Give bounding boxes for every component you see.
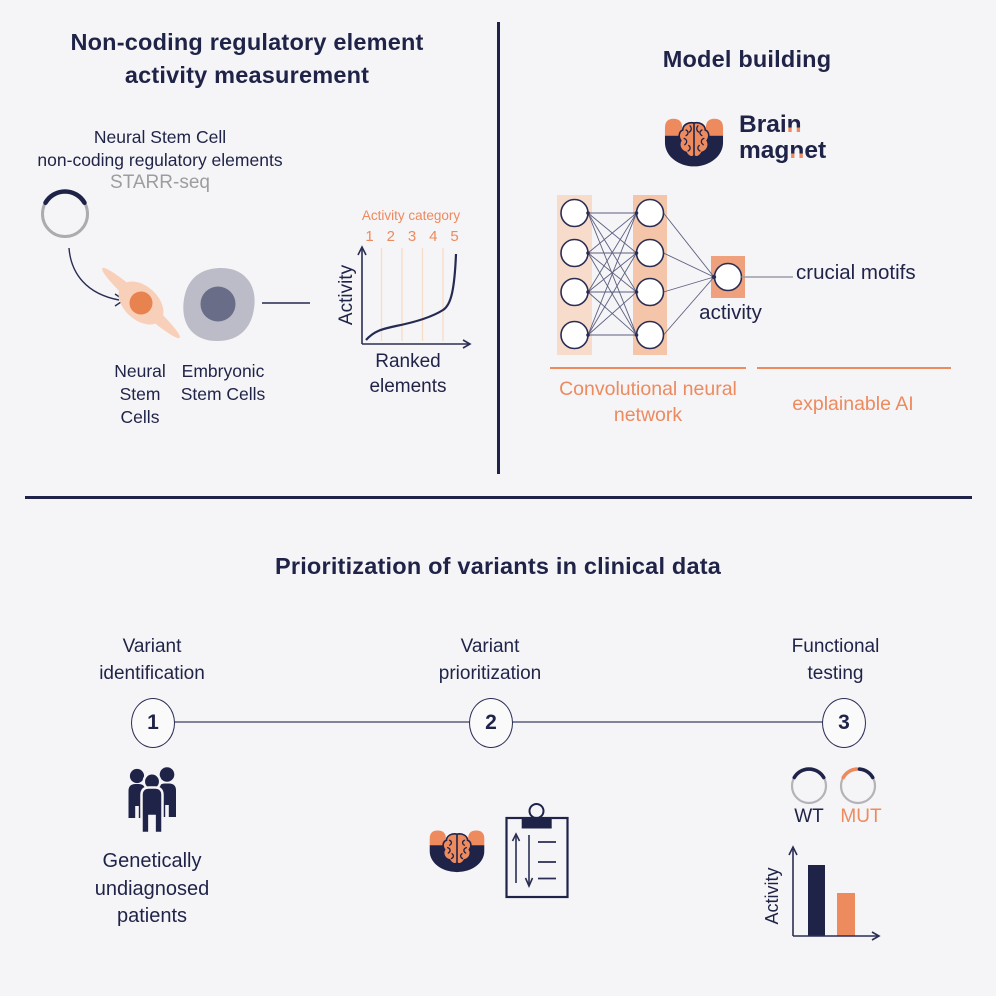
- cells-to-chart-line: [262, 302, 310, 304]
- mut-plasmid-icon: [839, 767, 877, 805]
- output-node: [713, 262, 743, 292]
- wt-mut-bar-chart: [788, 845, 881, 941]
- up-arrow: [511, 832, 521, 842]
- step2-label: Variant prioritization: [438, 636, 542, 684]
- patients-group-icon: [128, 767, 176, 835]
- category-numbers: 1 2 3 4 5: [362, 228, 462, 245]
- xai-underline: [757, 367, 951, 369]
- crucial-motifs-label: crucial motifs: [796, 261, 916, 284]
- step1-caption: Genetically undiagnosed patients: [94, 850, 210, 928]
- horizontal-divider: [25, 496, 972, 499]
- brain-magnet-small-icon: [429, 830, 485, 873]
- neural-network-diagram: [557, 195, 793, 355]
- wt-plasmid-icon: [790, 767, 828, 805]
- measurement-subtitle-line2: non-coding regulatory elements: [37, 150, 283, 170]
- starr-seq-label: STARR-seq: [110, 172, 210, 193]
- mut-label: MUT: [840, 806, 882, 827]
- bar-chart-ylabel: Activity: [762, 867, 782, 925]
- magnet-letter-n: n: [786, 111, 802, 138]
- step1-circle: 1: [131, 698, 175, 748]
- neural-stem-cell-icon: [102, 267, 180, 339]
- cells-illustration: [102, 267, 255, 341]
- cnn-caption: Convolutional neural network: [559, 378, 737, 426]
- connection-dots: [586, 211, 717, 337]
- clipboard-clip: [521, 818, 552, 829]
- measurement-panel-title: Non-coding regulatory element activity m…: [70, 29, 424, 88]
- category-5: 5: [450, 228, 459, 245]
- mut-bar: [837, 893, 855, 936]
- logo-word-magnet: magnet: [739, 137, 827, 164]
- category-1: 1: [365, 228, 374, 245]
- xai-caption: explainable AI: [792, 393, 914, 415]
- network-nodes: [560, 198, 743, 350]
- activity-output-label: activity: [699, 301, 762, 324]
- wt-bar: [808, 865, 825, 936]
- plasmid-icon: [41, 189, 89, 238]
- category-2: 2: [386, 228, 395, 245]
- step3-circle: 3: [822, 698, 866, 748]
- nsc-label: Neural Stem Cells: [114, 361, 166, 428]
- category-4: 4: [429, 228, 438, 245]
- layer-connections: [587, 212, 715, 336]
- esc-label: Embryonic Stem Cells: [180, 361, 266, 405]
- embryonic-stem-cell-icon: [183, 267, 255, 341]
- down-arrow: [524, 877, 534, 888]
- wt-label: WT: [794, 806, 824, 827]
- step1-label: Variant identification: [99, 636, 205, 684]
- brain-icon: [678, 121, 710, 158]
- brain-magnet-icon: [664, 118, 724, 167]
- cnn-underline: [550, 367, 746, 369]
- chart-ylabel: Activity: [336, 264, 357, 326]
- clinical-panel-title: Prioritization of variants in clinical d…: [274, 553, 722, 579]
- logo-word-brain: Brain: [739, 111, 802, 138]
- chart-xlabel: Ranked elements: [369, 351, 447, 398]
- logo-wordmark: Brain magnet: [739, 112, 826, 164]
- wt-mut-plasmids: [790, 767, 877, 805]
- category-3: 3: [407, 228, 417, 245]
- activity-category-header: Activity category: [361, 208, 461, 223]
- step3-label: Functional testing: [791, 636, 880, 684]
- measurement-subtitle-line1: Neural Stem Cell: [93, 127, 227, 147]
- vertical-divider: [497, 22, 500, 474]
- ranked-list-clipboard-icon: [505, 803, 569, 899]
- model-panel-title: Model building: [662, 46, 832, 72]
- magnet-letter-n: n: [789, 137, 805, 164]
- step2-circle: 2: [469, 698, 513, 748]
- rank-activity-chart: [357, 245, 472, 349]
- rank-curve: [365, 253, 458, 341]
